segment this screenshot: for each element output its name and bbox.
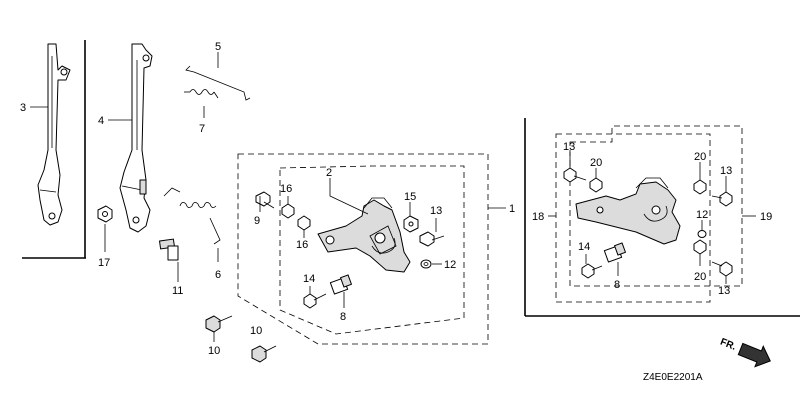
label-part-3: 3: [20, 102, 26, 114]
label-part-15: 15: [404, 191, 416, 203]
label-part-16a: 16: [280, 183, 292, 195]
label-part-10a: 10: [208, 345, 220, 357]
nut-part-15[interactable]: [403, 215, 419, 233]
left-frame: [22, 40, 86, 259]
nut-part-17[interactable]: [97, 205, 113, 223]
bolt-part-13a[interactable]: [419, 231, 445, 247]
label-part-6: 6: [215, 269, 221, 281]
label-part-2: 2: [326, 167, 332, 179]
front-arrow-icon: [737, 342, 771, 368]
spring-part-6[interactable]: [163, 187, 221, 245]
right-frame: [524, 118, 800, 317]
front-direction-indicator: FR.: [718, 337, 771, 368]
label-part-12a: 12: [444, 259, 456, 271]
label-part-7: 7: [199, 123, 205, 135]
collar-part-8b[interactable]: [603, 242, 626, 263]
bolt-part-13c[interactable]: [711, 191, 733, 207]
label-part-1: 1: [509, 203, 515, 215]
bolt-part-10-upper[interactable]: [205, 315, 233, 333]
label-part-11: 11: [172, 285, 183, 297]
label-part-20c: 20: [694, 271, 706, 283]
label-part-13c: 13: [720, 165, 732, 177]
label-part-4: 4: [98, 115, 104, 127]
washer-part-12a[interactable]: [420, 259, 432, 269]
nut-part-20b[interactable]: [693, 179, 707, 195]
nut-part-20a[interactable]: [589, 177, 603, 193]
control-plate-part-18-19[interactable]: [575, 177, 681, 245]
label-part-19: 19: [760, 211, 772, 223]
front-direction-label: FR.: [718, 337, 737, 353]
bolt-part-13b[interactable]: [563, 167, 587, 183]
label-part-8a: 8: [340, 311, 346, 323]
nut-part-16a[interactable]: [281, 203, 295, 219]
label-part-14b: 14: [578, 241, 590, 253]
label-part-13b: 13: [563, 141, 575, 153]
label-part-14a: 14: [303, 273, 315, 285]
nut-part-16b[interactable]: [297, 215, 311, 231]
spring-part-7[interactable]: [184, 89, 219, 99]
label-part-9: 9: [254, 215, 260, 227]
washer-part-12b[interactable]: [697, 230, 707, 238]
label-part-8b: 8: [614, 279, 620, 291]
screw-part-14a[interactable]: [303, 293, 327, 309]
bolt-part-10-lower[interactable]: [251, 345, 277, 363]
label-part-13a: 13: [430, 205, 442, 217]
label-part-5: 5: [215, 41, 221, 53]
label-part-16b: 16: [296, 239, 308, 251]
label-part-20a: 20: [590, 157, 602, 169]
label-part-10b: 10: [250, 325, 262, 337]
control-plate-part-2[interactable]: [317, 197, 411, 273]
lever-part-4[interactable]: [119, 43, 153, 233]
label-part-13d: 13: [718, 285, 730, 297]
label-part-20b: 20: [694, 151, 706, 163]
lever-part-3[interactable]: [37, 43, 71, 226]
assembly-18-19-outline: [548, 125, 756, 303]
label-part-17: 17: [98, 257, 110, 269]
assembly-1-outline: [237, 153, 506, 345]
bolt-part-11[interactable]: [159, 238, 179, 261]
bolt-part-13d[interactable]: [711, 261, 733, 277]
nut-part-20c[interactable]: [693, 239, 707, 255]
collar-part-8a[interactable]: [329, 274, 352, 295]
bolt-part-9[interactable]: [255, 191, 275, 209]
label-part-18: 18: [532, 211, 544, 223]
screw-part-14b[interactable]: [581, 263, 603, 279]
diagram-code: Z4E0E2201A: [643, 372, 703, 383]
rod-part-5[interactable]: [185, 65, 251, 101]
part-number-labels: 1 2 3 4 5 6 7 8 8 9 10 10 11 12 12 13 13…: [20, 41, 772, 357]
label-part-12b: 12: [696, 209, 708, 221]
leader-lines: [30, 52, 727, 342]
